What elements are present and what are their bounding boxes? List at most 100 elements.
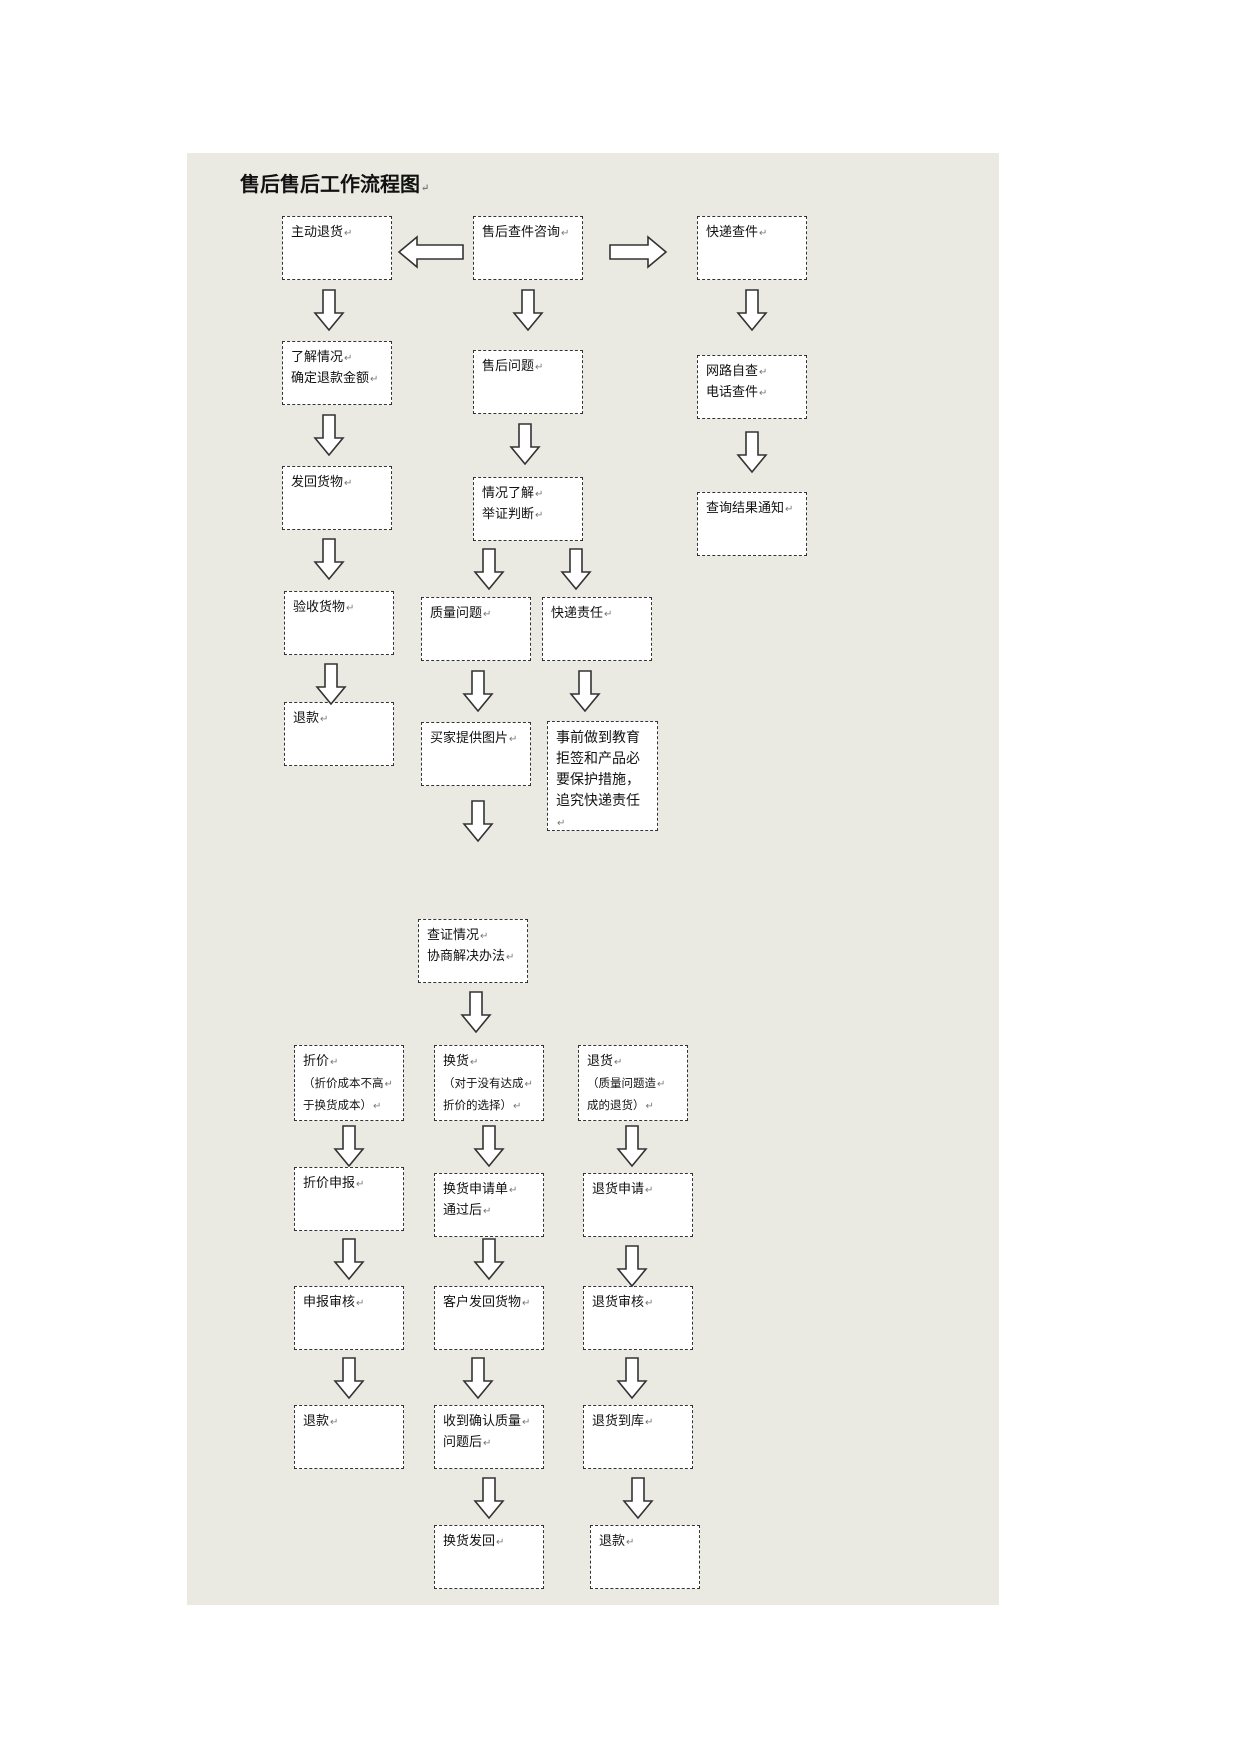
arrow-down-icon (473, 1238, 505, 1281)
paragraph-mark: ↵ (522, 1298, 531, 1309)
box-text-line: 快递查件↵ (706, 225, 768, 240)
arrow-down-icon (616, 1125, 648, 1168)
box-quality-issue: 质量问题↵ (421, 597, 531, 661)
box-exchange-application: 换货申请单↵ 通过后↵ (434, 1173, 544, 1237)
arrow-down-icon (473, 1125, 505, 1168)
box-text-line: 申报审核↵ (303, 1295, 365, 1310)
box-verify-negotiate: 查证情况↵ 协商解决办法↵ (418, 919, 528, 983)
arrow-down-icon (462, 670, 494, 713)
arrow-down-icon (333, 1357, 365, 1400)
box-text-line: （对于没有达成↵ (443, 1076, 533, 1090)
box-text-line: 协商解决办法↵ (427, 949, 515, 964)
arrow-down-icon (736, 431, 768, 474)
box-prevention-measures: 事前做到教育拒签和产品必要保护措施，追究快递责任↵ (547, 721, 658, 831)
box-aftersale-issue: 售后问题↵ (473, 350, 583, 414)
arrow-down-icon (616, 1245, 648, 1288)
arrow-down-icon (616, 1357, 648, 1400)
box-text-line: 查询结果通知↵ (706, 501, 794, 516)
paragraph-mark: ↵ (483, 609, 492, 620)
paragraph-mark: ↵ (483, 1206, 492, 1217)
box-text-line: 举证判断↵ (482, 507, 544, 522)
box-text-line: 主动退货↵ (291, 225, 353, 240)
arrow-down-icon (313, 538, 345, 581)
paragraph-mark: ↵ (470, 1057, 479, 1068)
paragraph-mark: ↵ (626, 1537, 635, 1548)
box-exchange-ship: 换货发回↵ (434, 1525, 544, 1589)
paragraph-mark: ↵ (614, 1057, 623, 1068)
paragraph-mark: ↵ (522, 1417, 531, 1428)
box-query-result: 查询结果通知↵ (697, 492, 807, 556)
paragraph-mark: ↵ (330, 1417, 339, 1428)
arrow-down-icon (736, 289, 768, 332)
box-text-line: 电话查件↵ (706, 385, 768, 400)
paragraph-mark: ↵ (535, 489, 544, 500)
box-text-line: 买家提供图片↵ (430, 731, 518, 746)
box-text-line: 发回货物↵ (291, 475, 353, 490)
box-text-line: 折价↵ (303, 1054, 339, 1069)
box-discount-report: 折价申报↵ (294, 1167, 404, 1231)
paragraph-mark: ↵ (513, 1101, 522, 1112)
paragraph-mark: ↵ (785, 504, 794, 515)
paragraph-mark: ↵ (535, 362, 544, 373)
arrow-down-icon (460, 991, 492, 1034)
box-text-line: 换货发回↵ (443, 1534, 505, 1549)
box-express-liability: 快递责任↵ (542, 597, 652, 661)
paragraph-mark: ↵ (356, 1179, 365, 1190)
box-text-line: 网路自查↵ (706, 364, 768, 379)
box-refund-3: 退款↵ (590, 1525, 700, 1589)
paragraph-mark: ↵ (506, 952, 515, 963)
paragraph-mark: ↵ (320, 714, 329, 725)
box-report-review: 申报审核↵ (294, 1286, 404, 1350)
box-aftersale-inquiry: 售后查件咨询↵ (473, 216, 583, 280)
paragraph-mark: ↵ (509, 734, 518, 745)
paragraph-mark: ↵ (356, 1298, 365, 1309)
page-title: 售后售后工作流程图↵ (240, 172, 430, 196)
arrow-down-icon (473, 548, 505, 591)
box-active-return: 主动退货↵ (282, 216, 392, 280)
box-text-line: 情况了解↵ (482, 486, 544, 501)
arrow-down-icon (315, 663, 347, 706)
box-text-line: 收到确认质量↵ (443, 1414, 531, 1429)
box-text-line: 质量问题↵ (430, 606, 492, 621)
paragraph-mark: ↵ (480, 931, 489, 942)
box-send-back-goods: 发回货物↵ (282, 466, 392, 530)
box-text-line: 验收货物↵ (293, 600, 355, 615)
box-text-line: 通过后↵ (443, 1203, 492, 1218)
box-understand-situation: 了解情况↵ 确定退款金额↵ (282, 341, 392, 405)
box-text-line: 折价申报↵ (303, 1176, 365, 1191)
box-text-line: （质量问题造↵ (587, 1076, 666, 1090)
box-text-line: 查证情况↵ (427, 928, 489, 943)
arrow-down-icon (313, 414, 345, 457)
box-text-line: 折价的选择）↵ (443, 1098, 522, 1112)
box-text-line: 了解情况↵ (291, 350, 353, 365)
paragraph-mark: ↵ (524, 1079, 533, 1090)
box-text-line: 退款↵ (303, 1414, 339, 1429)
paragraph-mark: ↵ (657, 1079, 666, 1090)
arrow-down-icon (560, 548, 592, 591)
paragraph-mark: ↵ (645, 1101, 654, 1112)
box-refund-2: 退款↵ (294, 1405, 404, 1469)
box-text-line: 退货↵ (587, 1054, 623, 1069)
box-return-to-stock: 退货到库↵ (583, 1405, 693, 1469)
box-text-line: 确定退款金额↵ (291, 371, 379, 386)
paragraph-mark: ↵ (759, 228, 768, 239)
paragraph-mark: ↵ (344, 228, 353, 239)
paragraph-mark: ↵ (759, 367, 768, 378)
box-text-line: 换货↵ (443, 1054, 479, 1069)
arrow-down-icon (313, 289, 345, 332)
box-confirm-quality: 收到确认质量↵问题后↵ (434, 1405, 544, 1469)
box-text-line: 换货申请单↵ (443, 1182, 518, 1197)
box-inspect-goods: 验收货物↵ (284, 591, 394, 655)
box-refund-1: 退款↵ (284, 702, 394, 766)
arrow-down-icon (569, 670, 601, 713)
box-express-tracking: 快递查件↵ (697, 216, 807, 280)
box-text-line: 退货审核↵ (592, 1295, 654, 1310)
box-discount: 折价↵（折价成本不高↵于换货成本）↵ (294, 1045, 404, 1121)
box-return-application: 退货申请↵ (583, 1173, 693, 1237)
box-text-line: 事前做到教育拒签和产品必要保护措施，追究快递责任↵ (556, 730, 640, 829)
box-text-line: 售后查件咨询↵ (482, 225, 570, 240)
box-text-line: 退款↵ (293, 711, 329, 726)
box-text-line: 退货申请↵ (592, 1182, 654, 1197)
box-buyer-photos: 买家提供图片↵ (421, 722, 531, 786)
box-exchange: 换货↵ （对于没有达成↵ 折价的选择）↵ (434, 1045, 544, 1121)
